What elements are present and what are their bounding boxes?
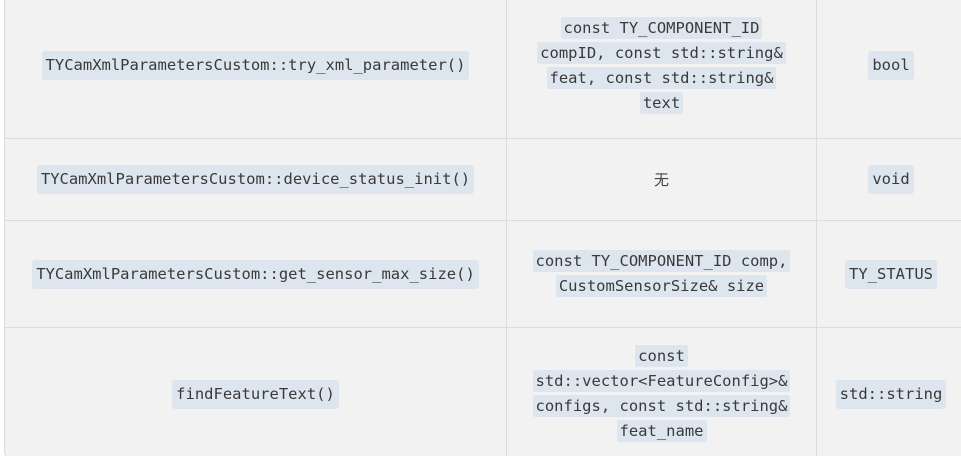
- param-line: const TY_COMPONENT_ID comp,: [532, 250, 791, 272]
- param-line: CustomSensorSize& size: [555, 275, 768, 297]
- return-cell: bool: [817, 0, 961, 138]
- function-name: TYCamXmlParametersCustom::get_sensor_max…: [32, 259, 479, 289]
- param-line: const TY_COMPONENT_ID: [560, 16, 763, 39]
- param-line: configs, const std::string&: [532, 395, 791, 417]
- function-name: TYCamXmlParametersCustom::device_status_…: [36, 165, 475, 194]
- param-line: feat, const std::string&: [546, 66, 777, 89]
- param-line: feat_name: [616, 420, 707, 442]
- table-row: findFeatureText() const std::vector<Feat…: [5, 328, 961, 457]
- params-cell: const TY_COMPONENT_ID comp, CustomSensor…: [507, 221, 817, 327]
- param-none: 无: [653, 171, 669, 189]
- return-type: std::string: [835, 379, 947, 409]
- function-cell: findFeatureText(): [5, 328, 507, 457]
- table-row: TYCamXmlParametersCustom::device_status_…: [5, 139, 961, 221]
- table-row: TYCamXmlParametersCustom::try_xml_parame…: [5, 0, 961, 139]
- function-cell: TYCamXmlParametersCustom::get_sensor_max…: [5, 221, 507, 327]
- function-cell: TYCamXmlParametersCustom::device_status_…: [5, 139, 507, 220]
- params-cell: const std::vector<FeatureConfig>& config…: [507, 328, 817, 457]
- function-cell: TYCamXmlParametersCustom::try_xml_parame…: [5, 0, 507, 138]
- table-row: TYCamXmlParametersCustom::get_sensor_max…: [5, 221, 961, 328]
- param-line: text: [639, 91, 684, 114]
- param-line: const: [635, 345, 688, 367]
- api-table: TYCamXmlParametersCustom::try_xml_parame…: [4, 0, 961, 458]
- params-cell: 无: [507, 139, 817, 220]
- params-cell: const TY_COMPONENT_ID compID, const std:…: [507, 0, 817, 138]
- return-cell: void: [817, 139, 961, 220]
- return-type: bool: [868, 51, 914, 80]
- return-type: void: [868, 165, 914, 194]
- function-name: TYCamXmlParametersCustom::try_xml_parame…: [41, 51, 470, 80]
- function-name: findFeatureText(): [172, 379, 339, 409]
- return-cell: std::string: [817, 328, 961, 457]
- param-line: std::vector<FeatureConfig>&: [532, 370, 791, 392]
- param-line: compID, const std::string&: [537, 41, 786, 64]
- return-cell: TY_STATUS: [817, 221, 961, 327]
- return-type: TY_STATUS: [845, 259, 937, 289]
- page-bottom-strip: [0, 456, 961, 460]
